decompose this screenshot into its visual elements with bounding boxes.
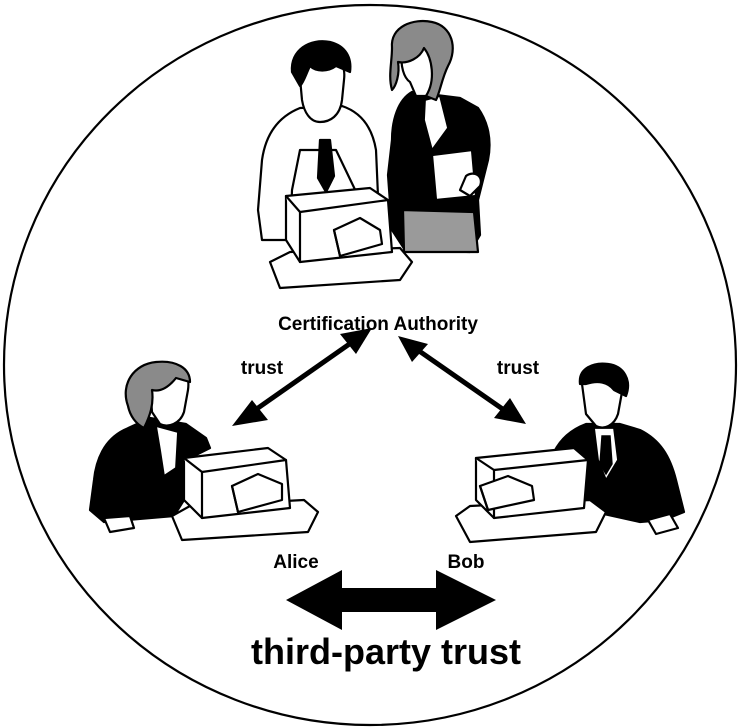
bob-figure [552,362,686,536]
alice-node [88,360,320,542]
alice-figure [88,360,212,534]
boundary-circle [2,3,738,727]
trust-arrow-ca-bob [398,336,526,424]
ca-computer [268,186,414,290]
ca-node [256,20,491,290]
trust-label-right: trust [497,358,540,379]
caption-third-party-trust: third-party trust [251,631,521,672]
ca-label: Certification Authority [278,314,478,335]
trust-arrow-ca-alice [232,328,372,426]
trust-label-left: trust [241,358,284,379]
trust-arrow-alice-bob [286,570,496,630]
ca-woman-figure [386,20,491,254]
bob-node [454,362,686,544]
bob-label: Bob [448,552,485,573]
bob-computer [454,446,608,544]
alice-label: Alice [273,552,318,573]
alice-computer [170,446,320,542]
